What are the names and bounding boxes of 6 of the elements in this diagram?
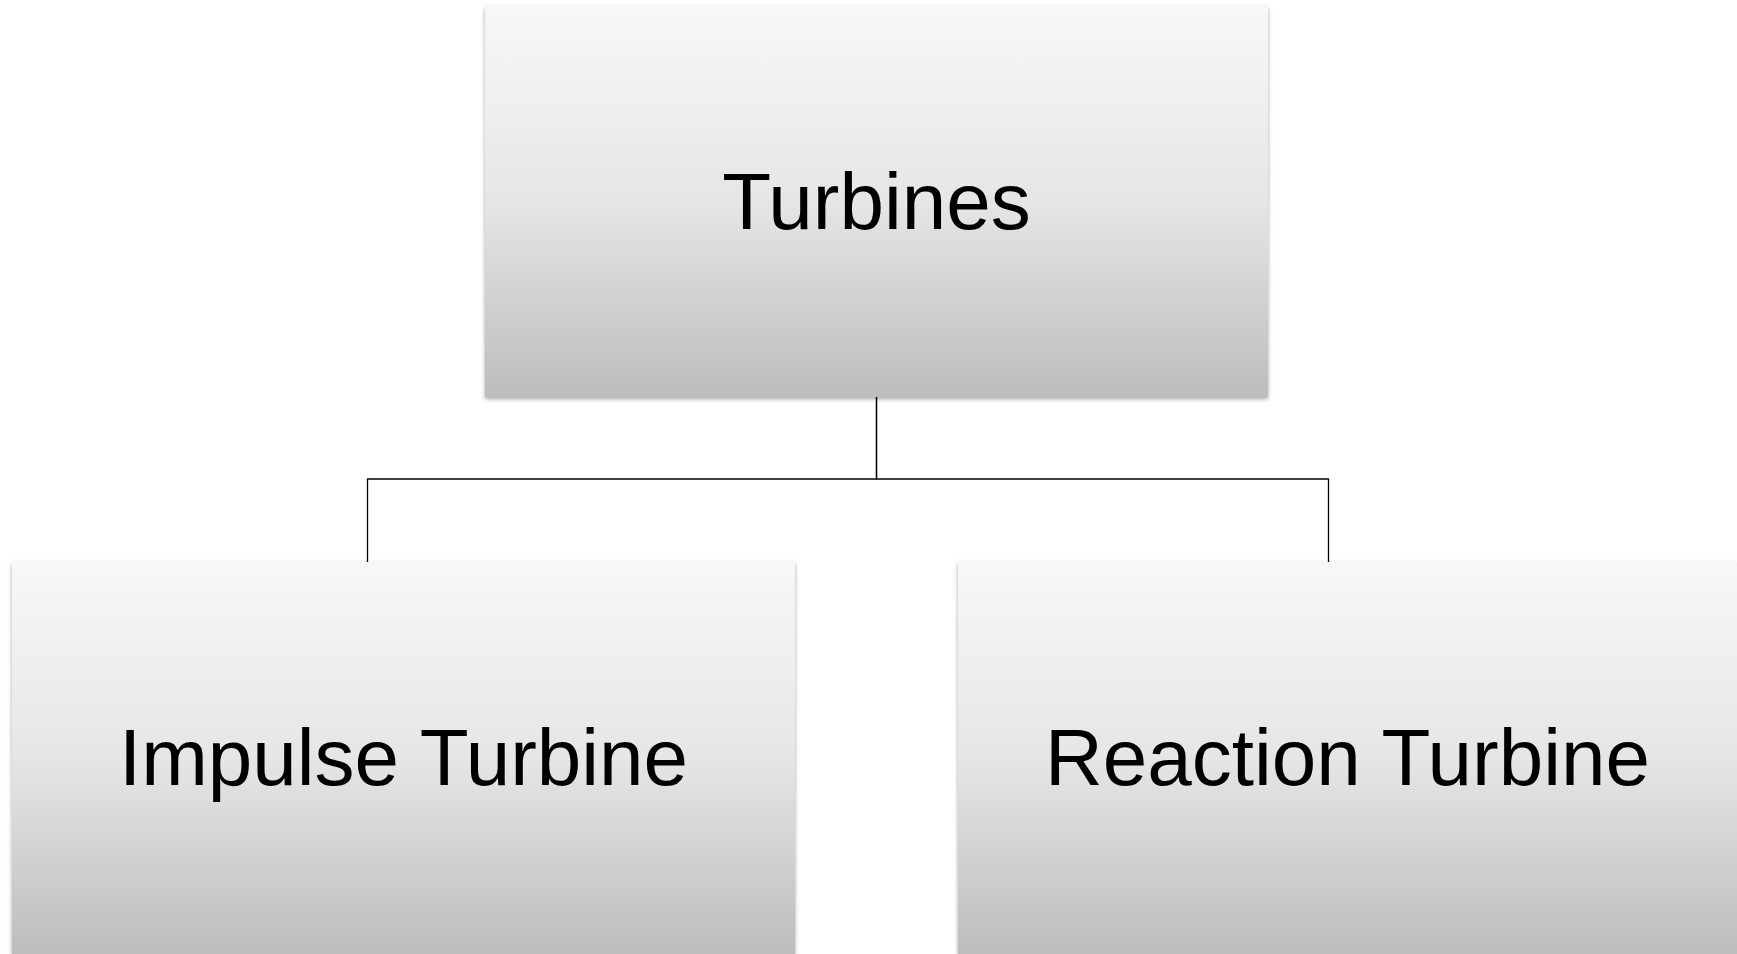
box-label: Turbines [722, 161, 1031, 242]
connector-line [875, 396, 1330, 563]
category-box [485, 6, 1268, 397]
category-box [958, 562, 1737, 954]
category-box [12, 562, 795, 954]
box-label: Reaction Turbine [1045, 718, 1650, 798]
